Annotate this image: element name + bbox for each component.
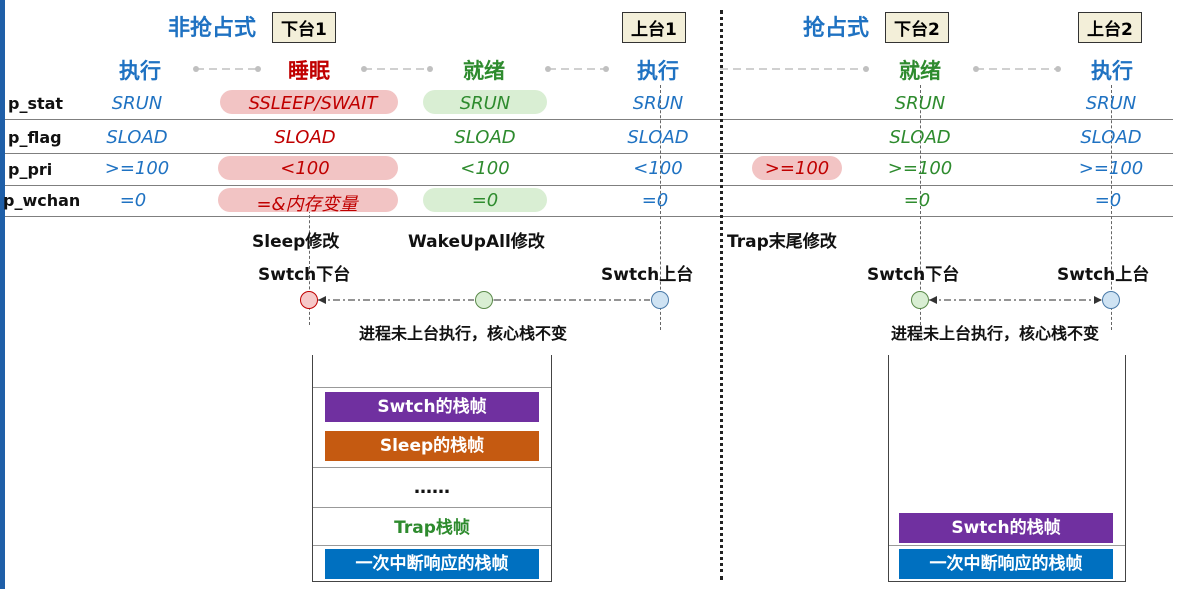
pri-value: >=100 [887,158,953,179]
timeline-guide [920,85,921,330]
row-divider [5,185,1173,186]
row-divider [5,153,1173,154]
stat-value: SRUN [111,93,163,114]
wchan-value: =0 [641,190,669,211]
highlight-pill [220,90,398,114]
sleep-point-circle [300,291,318,309]
tag-down2: 下台2 [885,12,949,43]
stack-divider [889,545,1125,546]
timeline-guide [309,205,310,325]
wchan-value: =0 [1094,190,1122,211]
row-label-stat: p_stat [8,94,64,113]
row-divider [5,119,1173,120]
swtch-up-note: Swtch上台 [1057,265,1150,285]
sleep-frame: Sleep的栈帧 [325,431,539,461]
wchan-value: =0 [119,190,147,211]
timeline-guide [660,85,661,330]
pri-value: >=100 [1078,158,1144,179]
highlight-pill [752,156,842,180]
state-ready: 就绪 [463,59,505,83]
stat-value: SRUN [894,93,946,114]
kernel-stack-note: 进程未上台执行，核心栈不变 [891,324,1100,343]
wchan-value: =0 [903,190,931,211]
stack-divider [313,387,551,388]
flag-value: SLOAD [106,127,168,148]
timeline-guide [1111,85,1112,330]
swtch-up-note: Swtch上台 [601,265,694,285]
wchan-value: =&内存变量 [256,194,358,215]
stat-value: SRUN [459,93,511,114]
resume-point-circle [1102,291,1120,309]
trap-modify-note: Trap末尾修改 [727,232,837,252]
flag-value: SLOAD [627,127,689,148]
row-label-wchan: p_wchan [3,191,81,210]
stat-value: SRUN [1085,93,1137,114]
trap-frame: Trap栈帧 [394,518,470,538]
pri-value: <100 [460,158,510,179]
kernel-stack-note: 进程未上台执行，核心栈不变 [359,324,568,343]
state-ready: 就绪 [899,59,941,83]
stack-divider [313,467,551,468]
row-divider [5,216,1173,217]
ellipsis: …… [414,477,450,498]
highlight-pill [423,90,547,114]
sleep-modify-note: Sleep修改 [252,232,340,252]
highlight-pill [423,188,547,212]
pri-value: >=100 [104,158,170,179]
preemptive-title: 抢占式 [803,16,870,41]
wchan-value: =0 [471,190,499,211]
wakeup-modify-note: WakeUpAll修改 [408,232,545,252]
row-label-flag: p_flag [8,128,62,147]
preempt-point-circle [911,291,929,309]
stat-value: SRUN [632,93,684,114]
stack-divider [313,507,551,508]
tag-up1: 上台1 [622,12,686,43]
flag-value: SLOAD [1080,127,1142,148]
swtch-down-note: Swtch下台 [258,265,351,285]
kernel-stack-nonpreemptive: Swtch的栈帧 Sleep的栈帧 …… Trap栈帧 一次中断响应的栈帧 [312,355,552,582]
state-exec: 执行 [637,59,679,83]
interrupt-frame: 一次中断响应的栈帧 [325,549,539,579]
state-sleep: 睡眠 [288,59,330,83]
row-label-pri: p_pri [8,160,53,179]
flag-value: SLOAD [274,127,336,148]
wakeup-point-circle [475,291,493,309]
tag-down1: 下台1 [272,12,336,43]
non-preemptive-title: 非抢占式 [168,16,257,41]
section-divider [720,10,723,580]
swtch-frame: Swtch的栈帧 [325,392,539,422]
highlight-pill [218,156,398,180]
pri-value: <100 [633,158,683,179]
flag-value: SLOAD [889,127,951,148]
pri-value: >=100 [764,158,830,179]
interrupt-frame: 一次中断响应的栈帧 [899,549,1113,579]
flag-value: SLOAD [454,127,516,148]
pri-value: <100 [280,158,330,179]
stat-value: SSLEEP/SWAIT [248,93,378,114]
left-accent-bar [0,0,5,589]
state-exec: 执行 [119,59,161,83]
tag-up2: 上台2 [1078,12,1142,43]
swtch-down-note: Swtch下台 [867,265,960,285]
resume-point-circle [651,291,669,309]
highlight-pill [218,188,398,212]
stack-divider [313,545,551,546]
kernel-stack-preemptive: Swtch的栈帧 一次中断响应的栈帧 [888,355,1126,582]
swtch-frame: Swtch的栈帧 [899,513,1113,543]
state-exec: 执行 [1091,59,1133,83]
